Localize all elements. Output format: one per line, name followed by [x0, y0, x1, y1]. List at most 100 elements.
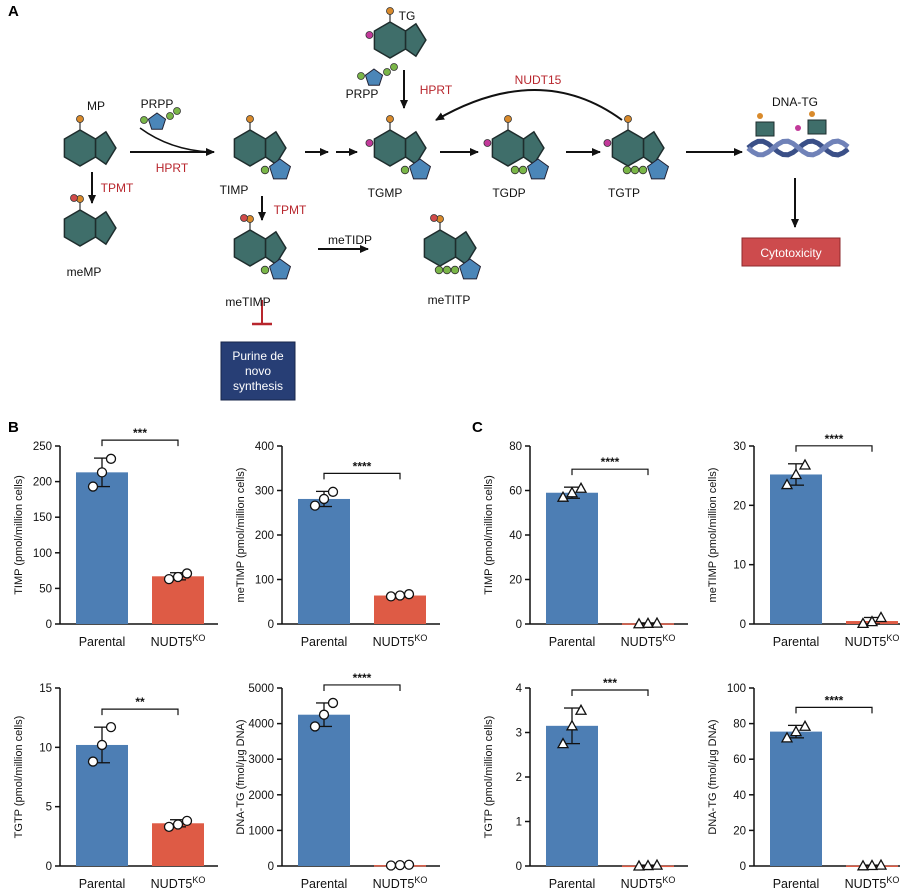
y-tick-label: 200 — [255, 530, 274, 542]
thio-bead-icon — [795, 125, 801, 131]
significance-label: **** — [353, 459, 372, 473]
phosphate-bead-icon — [434, 265, 444, 275]
ribose-pentagon-icon — [268, 258, 292, 280]
data-point — [798, 719, 812, 731]
methyl-bead-icon — [240, 214, 248, 222]
x-category-text: NUDT5 — [151, 877, 193, 891]
data-point — [650, 858, 664, 870]
tpmt-label: TPMT — [101, 181, 134, 195]
bar — [298, 498, 350, 624]
y-tick-label: 60 — [733, 754, 746, 766]
data-point — [163, 573, 175, 585]
x-category-superscript: KO — [192, 875, 205, 885]
y-tick-label: 5 — [46, 802, 52, 814]
data-point — [789, 468, 803, 480]
ribose-pentagon-icon — [646, 158, 670, 180]
thio-bead-icon — [365, 31, 374, 39]
x-category-superscript: KO — [414, 633, 427, 643]
cytotoxicity-label: Cytotoxicity — [760, 246, 821, 260]
dna-tg-label: DNA-TG — [772, 95, 818, 109]
data-point — [874, 611, 888, 623]
data-point — [641, 859, 655, 871]
x-category-label: Parental — [773, 635, 820, 649]
ribose-pentagon-icon — [526, 158, 550, 180]
data-point — [309, 721, 321, 732]
phosphate-bead-icon — [518, 165, 528, 175]
prpp-icon — [140, 107, 181, 130]
phosphate-bead-icon — [166, 112, 174, 120]
significance-label: *** — [603, 676, 617, 690]
phosphate-bead-icon — [450, 265, 460, 275]
ribose-pentagon-icon — [147, 112, 167, 130]
bar — [152, 823, 204, 866]
phosphate-bead-icon — [510, 165, 520, 175]
bar — [546, 492, 598, 624]
significance-label: **** — [601, 455, 620, 469]
data-point — [385, 591, 397, 602]
data-point — [865, 615, 879, 627]
x-category-text: NUDT5 — [845, 635, 887, 649]
data-point — [865, 859, 879, 871]
significance-label: **** — [825, 432, 844, 446]
y-axis-label: meTIMP (pmol/million cells) — [235, 468, 247, 603]
substituent-bead-icon — [246, 115, 254, 123]
thiopurine-ring-icon — [807, 119, 827, 135]
prpp-label: PRPP — [346, 87, 379, 101]
tgdp-label: TGDP — [492, 186, 525, 200]
arrow-nudt15-curve — [435, 89, 623, 121]
phosphate-bead-icon — [383, 68, 391, 76]
memp-molecule — [63, 194, 117, 247]
y-tick-label: 0 — [516, 861, 522, 873]
y-tick-label: 2 — [516, 772, 522, 784]
x-category-label: NUDT5KO — [373, 633, 428, 649]
y-tick-label: 0 — [268, 861, 274, 873]
data-point — [181, 815, 193, 827]
prpp-label: PRPP — [141, 97, 174, 111]
phosphate-bead-icon — [140, 116, 148, 124]
dna-helix-icon — [746, 111, 850, 158]
data-point — [650, 616, 664, 628]
y-axis-label: meTIMP (pmol/million cells) — [707, 468, 719, 603]
thiopurine-ring-icon — [94, 130, 117, 166]
tpmt-label: TPMT — [274, 203, 307, 217]
ribose-pentagon-icon — [408, 158, 432, 180]
metitp-molecule — [423, 214, 482, 280]
x-category-superscript: KO — [886, 875, 899, 885]
x-category-text: NUDT5 — [845, 877, 887, 891]
x-category-label: Parental — [301, 877, 348, 891]
timp-label: TIMP — [220, 183, 249, 197]
methyl-bead-icon — [430, 214, 438, 222]
data-point — [394, 590, 406, 601]
bar — [298, 714, 350, 866]
y-axis-label: DNA-TG (fmol/μg DNA) — [235, 719, 247, 834]
thiopurine-ring-icon — [755, 121, 775, 137]
data-point — [565, 486, 579, 498]
significance-bracket — [101, 439, 179, 447]
data-point — [632, 859, 646, 871]
x-category-text: Parental — [79, 635, 126, 649]
y-tick-label: 20 — [733, 500, 746, 512]
x-category-text: Parental — [549, 877, 596, 891]
tgmp-molecule — [365, 115, 432, 180]
y-tick-label: 3000 — [248, 754, 274, 766]
x-category-label: Parental — [301, 635, 348, 649]
data-point — [556, 737, 570, 749]
data-point — [556, 490, 570, 502]
significance-bracket — [323, 684, 401, 691]
x-category-label: NUDT5KO — [621, 633, 676, 649]
data-point — [318, 493, 330, 505]
thiopurine-ring-icon — [522, 130, 545, 166]
y-tick-label: 0 — [516, 619, 522, 631]
significance-bracket — [571, 468, 649, 476]
significance-label: ** — [135, 695, 145, 709]
data-point — [181, 568, 193, 579]
tgtp-molecule — [603, 115, 670, 180]
data-point — [87, 481, 99, 492]
y-axis-label: TIMP (pmol/million cells) — [13, 475, 25, 595]
thio-bead-icon — [603, 139, 612, 147]
x-category-text: Parental — [301, 877, 348, 891]
significance-bracket — [571, 689, 649, 697]
